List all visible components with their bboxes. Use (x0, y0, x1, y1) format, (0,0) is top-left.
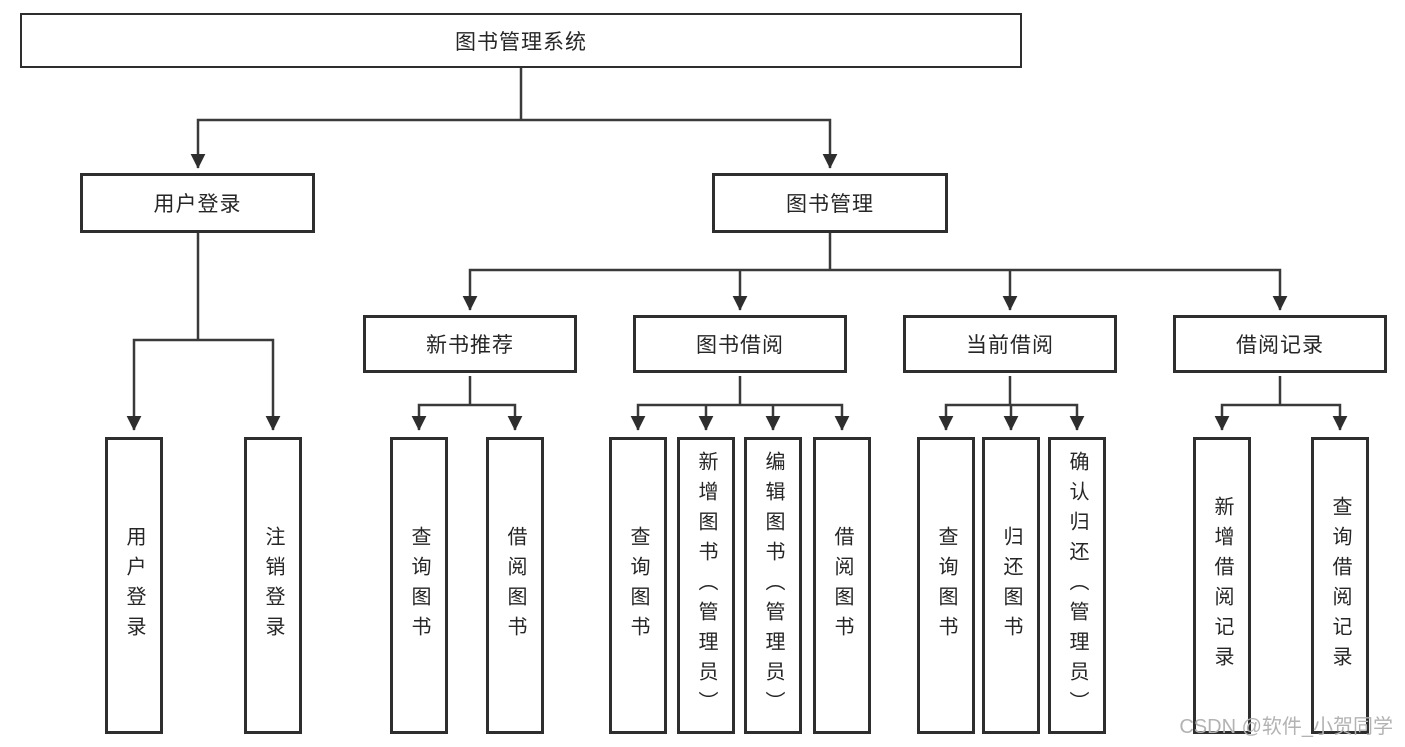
leaf-borrow-books-recommend: 借阅图书 (486, 437, 544, 734)
node-label: 编辑图书（管理员） (762, 450, 784, 721)
connector-current-children (938, 403, 1085, 431)
watermark: CSDN @软件_小贺同学 (1179, 716, 1393, 738)
connector-recommend-children (411, 403, 523, 431)
leaf-query-borrow-record: 查询借阅记录 (1311, 437, 1369, 734)
node-label: 新增图书（管理员） (695, 450, 717, 721)
leaf-add-borrow-record: 新增借阅记录 (1193, 437, 1251, 734)
node-label: 借阅记录 (1236, 334, 1324, 357)
node-label: 新增借阅记录 (1211, 495, 1233, 676)
connector-level3-rail (462, 268, 1288, 311)
leaf-confirm-return-admin: 确认归还（管理员） (1048, 437, 1106, 734)
node-label: 当前借阅 (966, 334, 1054, 357)
node-new-book-recommendation: 新书推荐 (363, 315, 577, 373)
connector-level2 (190, 118, 838, 169)
node-label: 用户登录 (153, 193, 242, 216)
node-label: 借阅图书 (504, 525, 526, 646)
node-library-management-system: 图书管理系统 (20, 13, 1022, 68)
leaf-edit-books-admin: 编辑图书（管理员） (744, 437, 802, 734)
leaf-borrow-books-borrowing: 借阅图书 (813, 437, 871, 734)
leaf-return-books: 归还图书 (982, 437, 1040, 734)
leaf-logout: 注销登录 (244, 437, 302, 734)
node-label: 确认归还（管理员） (1066, 450, 1088, 721)
node-borrowing-records: 借阅记录 (1173, 315, 1387, 373)
node-label: 图书管理系统 (455, 30, 587, 54)
node-user-login: 用户登录 (80, 173, 315, 233)
node-label: 借阅图书 (831, 525, 853, 646)
leaf-user-login: 用户登录 (105, 437, 163, 734)
connector-userlogin-children (126, 338, 281, 431)
node-label: 查询图书 (627, 525, 649, 646)
leaf-add-books-admin: 新增图书（管理员） (677, 437, 735, 734)
node-label: 查询图书 (408, 525, 430, 646)
node-label: 查询借阅记录 (1329, 495, 1351, 676)
leaf-query-books-borrowing: 查询图书 (609, 437, 667, 734)
node-label: 注销登录 (262, 525, 284, 646)
node-label: 图书管理 (786, 193, 874, 216)
node-current-borrowing: 当前借阅 (903, 315, 1117, 373)
node-label: 查询图书 (935, 525, 957, 646)
node-label: 归还图书 (1000, 525, 1022, 646)
node-label: 新书推荐 (426, 334, 514, 357)
node-book-borrowing: 图书借阅 (633, 315, 847, 373)
leaf-query-books-current: 查询图书 (917, 437, 975, 734)
node-label: 用户登录 (123, 525, 145, 646)
node-label: 图书借阅 (696, 334, 784, 357)
node-book-management: 图书管理 (712, 173, 948, 233)
leaf-query-books-recommend: 查询图书 (390, 437, 448, 734)
connector-borrowing-children (630, 403, 850, 431)
connector-records-children (1214, 403, 1348, 431)
